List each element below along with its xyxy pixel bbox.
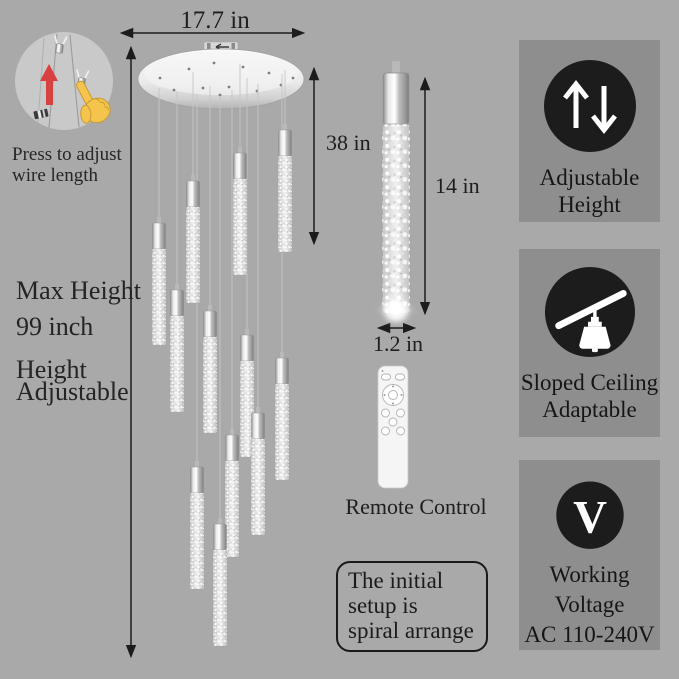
- height-adjustable-note-line1: Height: [16, 355, 87, 384]
- inset-wires: [37, 33, 80, 129]
- remote-control-label: Remote Control: [345, 494, 487, 519]
- feature-label-line1: Adjustable: [539, 165, 640, 190]
- remote-off-button: [395, 373, 405, 381]
- pendant-light: [169, 283, 185, 413]
- cord-gripper-icon: [54, 35, 68, 54]
- pendant-light: [151, 216, 167, 346]
- remote-dial-center: [388, 390, 398, 400]
- note-line2: setup is: [348, 593, 418, 618]
- pendant-light: [250, 406, 266, 536]
- pendant-light: [212, 517, 228, 647]
- max-height-note-line2: 99 inch: [16, 312, 94, 341]
- feature-label-line1: Sloped Ceiling: [520, 370, 659, 395]
- feature-label-line1: Working Voltage: [549, 562, 630, 618]
- remote-led: [381, 370, 384, 372]
- sloped-ceiling-icon: [544, 266, 635, 358]
- wire-adjust-inset: [15, 32, 113, 130]
- height-adjustable-note-line2: Adjustable: [16, 377, 129, 406]
- wire-connector: [33, 108, 49, 120]
- feature-card-adjustable-height: Adjustable Height: [519, 40, 660, 222]
- pendant-light: [224, 428, 240, 558]
- inset-caption-line1: Press to adjust: [12, 144, 122, 165]
- inset-caption-line2: wire length: [12, 165, 99, 186]
- pendant-light: [232, 146, 248, 276]
- pendant-lights: [151, 123, 293, 647]
- pendant-light: [239, 328, 255, 458]
- feature-label: Sloped Ceiling Adaptable: [521, 369, 658, 423]
- voltage-icon: V: [555, 481, 624, 549]
- remote-button: [381, 426, 390, 436]
- chandelier: [137, 41, 305, 647]
- pendant-light: [189, 460, 205, 590]
- remote-button: [381, 408, 390, 418]
- max-height-note-line1: Max Height: [16, 276, 141, 305]
- remote-on-button: [381, 373, 391, 381]
- pendant-light: [185, 174, 201, 304]
- inset-caption: Press to adjust wire length: [12, 144, 122, 186]
- pendant-wires: [158, 64, 286, 524]
- remote-button: [396, 408, 405, 418]
- feature-label-line2: AC 110-240V: [524, 622, 655, 648]
- ceiling-canopy: [137, 41, 305, 110]
- note-line1: The initial: [348, 568, 444, 593]
- feature-card-working-voltage: V Working Voltage AC 110-240V: [519, 460, 660, 650]
- pointing-hand-icon: [76, 80, 111, 124]
- red-up-arrow-icon: [40, 64, 58, 105]
- pendant-height-label: 14 in: [435, 173, 480, 198]
- canopy-screws: [158, 61, 295, 97]
- remote-dial: [382, 384, 404, 406]
- remote-control-image: [377, 365, 409, 489]
- cord-gripper-icon: [76, 69, 90, 88]
- remote-button: [396, 426, 405, 436]
- feature-label: Working Voltage AC 110-240V: [519, 560, 660, 650]
- initial-setup-note: The initial setup is spiral arrange: [336, 561, 488, 652]
- inset-circle: [15, 32, 113, 130]
- light-glare: [378, 298, 414, 322]
- adjustable-height-icon: [543, 60, 636, 152]
- feature-card-sloped-ceiling: Sloped Ceiling Adaptable: [519, 249, 660, 437]
- single-pendant: [378, 60, 414, 322]
- pendant-light: [277, 123, 293, 253]
- remote-button: [388, 417, 398, 427]
- drop-height-label: 38 in: [326, 130, 371, 155]
- note-line3: spiral arrange: [348, 618, 474, 643]
- feature-label-line2: Height: [558, 192, 621, 218]
- pendant-light: [274, 351, 290, 481]
- pendant-light: [202, 304, 218, 434]
- feature-label-line2: Adaptable: [542, 397, 637, 423]
- pendant-width-label: 1.2 in: [372, 331, 424, 356]
- canopy-width-label: 17.7 in: [180, 7, 250, 34]
- feature-label: Adjustable Height: [540, 164, 640, 218]
- voltage-glyph: V: [573, 492, 607, 544]
